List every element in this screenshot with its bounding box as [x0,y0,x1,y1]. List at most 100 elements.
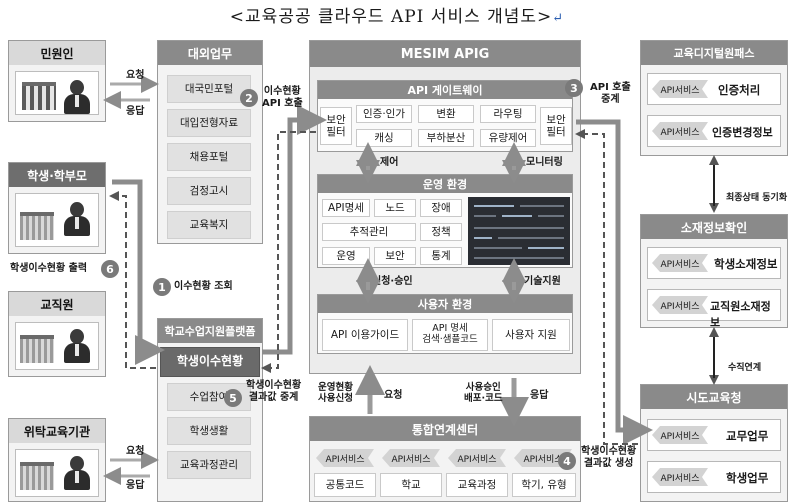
hub-api-tag: API서비스 [316,449,374,467]
trustee-header: 위탁교육기관 [9,419,105,443]
title-text: <교육공공 클라우드 API 서비스 개념도> [229,7,553,27]
user-env-panel: 사용자 환경 API 이용가이드 API 명세 검색·샘플코드 사용자 지원 [317,294,573,354]
person-icon [62,456,92,490]
hub-api-tag: API서비스 [448,449,506,467]
operation-item: 정책 [420,223,462,241]
hub-item: 공통코드 [314,473,376,497]
teachers-panel: 교직원 [8,291,106,377]
service-name: 학생소재정보 [714,257,778,271]
gateway-item: 부하분산 [418,129,474,147]
user-env-item: API 명세 검색·샘플코드 [412,319,488,351]
hub-api-tag: API서비스 [514,449,572,467]
operation-item: 통계 [420,247,462,265]
inquiry-arrow [112,179,165,365]
hub-api-tag: API서비스 [382,449,440,467]
hub-left-label: 운영현황 사용신청 [318,382,353,405]
api-service-tag: API서비스 [652,468,708,486]
control-label: 제어 [380,157,399,168]
hub-item: 학교 [380,473,442,497]
digital-pass-header: 교육디지털원패스 [641,41,787,65]
api-service-tag: API서비스 [652,426,708,444]
inquiry-label: 이수현황 조회 [174,281,233,292]
step-4-badge: 4 [558,452,576,470]
service-row: API서비스 학생소재정보 [647,247,781,279]
step-6-badge: 6 [101,260,119,278]
hub-request-label: 요청 [384,390,403,401]
students-output-label: 학생이수현황 출력 [10,263,88,274]
service-row: API서비스 교무업무 [647,419,781,451]
person-icon [62,80,92,114]
output-arrow [109,191,156,369]
civil-panel: 민원인 [8,40,106,122]
whereabouts-header: 소재정보확인 [641,215,787,239]
external-item: 대입전형자료 [167,109,251,137]
civil-request-label: 요청 [126,70,145,81]
result-create-label: 학생이수현황 결과값 생성 [581,446,637,469]
teachers-illustration [15,322,99,370]
school-icon [20,335,54,363]
platform-item: 교육과정관리 [167,451,251,479]
result-relay-arrow [261,131,316,373]
provincial-header: 시도교육청 [641,385,787,409]
operation-item: 보안 [374,247,416,265]
operation-item: 추적관리 [322,223,416,241]
apig-header: MESIM APIG [310,41,580,67]
gateway-header: API 게이트웨이 [318,81,572,99]
step-3-badge: 3 [565,79,583,97]
api-call-label: 이수현황 API 호출 [262,86,303,109]
external-item: 대국민포털 [167,75,251,103]
external-item: 채용포털 [167,143,251,171]
api-service-tag: API서비스 [652,254,708,272]
trustee-panel: 위탁교육기관 [8,418,106,502]
operation-item: 장애 [420,199,462,217]
civil-response-label: 응답 [126,106,145,117]
service-name: 교무업무 [726,429,769,443]
step-1-badge: 1 [153,278,171,296]
security-filter-right: 보안 필터 [540,107,572,145]
students-panel: 학생·학부모 [8,162,106,254]
external-item: 교육복지 [167,211,251,239]
civil-header: 민원인 [9,41,105,65]
step-2-badge: 2 [240,89,258,107]
gateway-item: 변환 [418,105,474,123]
return-mark-icon: ↵ [552,11,565,26]
user-env-item: API 이용가이드 [322,319,408,351]
school-icon [20,212,54,240]
result-create-arrow [575,129,638,445]
relay-arrow [576,119,653,445]
result-relay-label: 학생이수현황 결과값 중계 [246,380,302,403]
api-service-tag: API서비스 [652,80,708,98]
hub-middle-label: 사용승인 배포·코드 [464,382,503,405]
service-name: 인증처리 [718,83,761,97]
api-call-arrow [262,105,327,355]
institution-icon [20,462,54,490]
monitoring-label: 모니터링 [526,157,563,168]
hub-header: 통합연계센터 [310,417,580,441]
platform-item: 학생생활 [167,417,251,445]
service-row: API서비스 인증변경정보 [647,115,781,147]
tech-support-label: 기술지원 [524,276,561,287]
vertical-link-label: 수직연계 [728,363,762,373]
person-icon [62,329,92,363]
operation-item: 노드 [374,199,416,217]
hub-panel: 통합연계센터 API서비스 API서비스 API서비스 API서비스 공통코드 … [309,416,581,502]
gateway-item: 라우팅 [480,105,536,123]
api-service-tag: API서비스 [652,122,708,140]
students-header: 학생·학부모 [9,163,105,187]
service-row: API서비스 교직원소재정보 [647,289,781,329]
api-service-tag: API서비스 [652,296,708,314]
trustee-illustration [15,449,99,497]
operation-item: API명세 [322,199,370,217]
person-icon [62,202,92,236]
civil-illustration [15,71,99,115]
hub-response-label: 응답 [530,390,549,401]
trustee-response-label: 응답 [126,480,145,491]
teachers-header: 교직원 [9,292,105,316]
step-5-badge: 5 [224,389,242,407]
external-item: 검정고시 [167,177,251,205]
service-name: 학생업무 [726,471,769,485]
service-name: 교직원소재정보 [710,300,771,329]
shop-icon [22,82,56,110]
service-row: API서비스 인증처리 [647,73,781,105]
